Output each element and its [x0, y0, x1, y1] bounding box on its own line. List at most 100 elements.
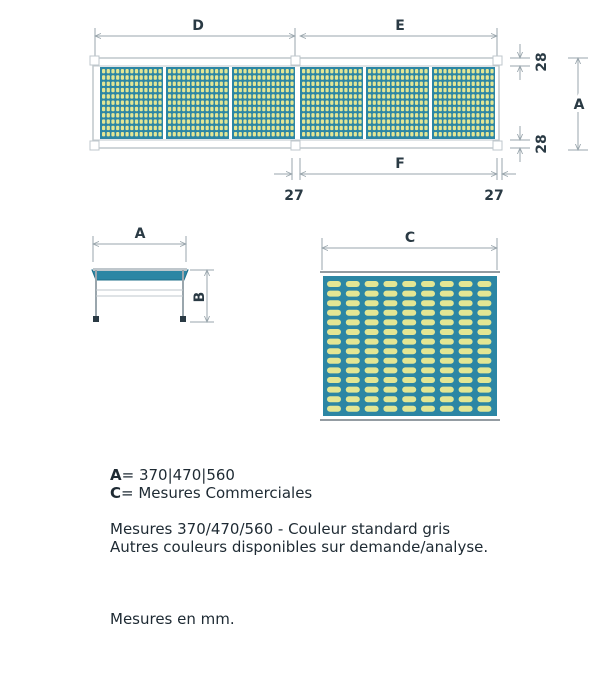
grid-slot: [345, 300, 360, 307]
grid-slot: [364, 309, 379, 316]
grid-slot: [383, 405, 398, 412]
grid-panel: [232, 67, 295, 139]
technical-drawing: D E 28 28 A F: [89, 18, 588, 421]
grid-slot: [402, 348, 417, 355]
grid-slot: [439, 300, 454, 307]
notes: A= 370|470|560 C= Mesures Commerciales M…: [110, 466, 488, 628]
grid-slot: [345, 329, 360, 335]
grid-slot: [458, 281, 473, 287]
grid-slot: [383, 348, 398, 355]
grid-panel: [100, 67, 163, 139]
grid-slot: [402, 338, 417, 345]
grid-detail-view: C: [320, 230, 500, 421]
grid-slot: [383, 300, 398, 307]
grid-slot: [345, 290, 360, 297]
grid-slot: [364, 357, 379, 364]
grid-slot: [345, 377, 360, 383]
grid-slot: [345, 319, 360, 326]
grid-slot: [477, 386, 492, 393]
detail-slots: [327, 281, 492, 412]
grid-slot: [345, 386, 360, 393]
grid-slot: [439, 281, 454, 287]
dim-label-27-right: 27: [484, 188, 503, 204]
grid-panel: [300, 67, 363, 139]
dim-label-b: B: [192, 292, 208, 303]
grid-slot: [439, 309, 454, 316]
grid-slot: [402, 405, 417, 412]
grid-slot: [421, 377, 435, 383]
grid-slot: [458, 338, 473, 345]
grid-slot: [402, 300, 417, 307]
dim-label-e: E: [395, 18, 405, 34]
grid-slot: [327, 338, 341, 345]
grid-slot: [421, 281, 435, 287]
grid-slot: [402, 357, 417, 364]
grid-slot: [364, 396, 379, 403]
dim-label-28-top: 28: [534, 52, 550, 71]
note-c-value: = Mesures Commerciales: [121, 484, 313, 502]
grid-slot: [383, 357, 398, 364]
grid-slot: [402, 367, 417, 374]
grid-slot: [364, 348, 379, 355]
grid-slot: [439, 338, 454, 345]
grid-slot: [458, 300, 473, 307]
grid-slot: [458, 329, 473, 335]
grid-slot: [327, 386, 341, 393]
grid-slot: [345, 281, 360, 287]
grid-slot: [402, 377, 417, 383]
grid-panel: [366, 67, 429, 139]
grid-slot: [477, 396, 492, 403]
grid-slot: [477, 319, 492, 326]
grid-slot: [327, 405, 341, 412]
grid-slot: [327, 281, 341, 287]
grid-slot: [383, 367, 398, 374]
grid-slot: [327, 319, 341, 326]
grid-slot: [421, 309, 435, 316]
grid-slot: [383, 319, 398, 326]
grid-slot: [402, 329, 417, 335]
grid-slot: [327, 367, 341, 374]
grid-slot: [458, 405, 473, 412]
grid-slot: [458, 319, 473, 326]
grid-slot: [477, 309, 492, 316]
grid-slot: [402, 281, 417, 287]
dim-label-a-right: A: [574, 97, 585, 113]
grid-slot: [421, 329, 435, 335]
note-line-2: Autres couleurs disponibles sur demande/…: [110, 538, 489, 556]
grid-slot: [477, 348, 492, 355]
grid-slot: [402, 319, 417, 326]
grid-slot: [364, 319, 379, 326]
grid-slot: [402, 290, 417, 297]
grid-slot: [439, 357, 454, 364]
note-line-3: Mesures en mm.: [110, 610, 235, 628]
grid-slot: [421, 396, 435, 403]
grid-slot: [439, 290, 454, 297]
dim-label-c: C: [405, 230, 415, 246]
grid-panel: [166, 67, 229, 139]
grid-slot: [439, 405, 454, 412]
dim-label-f: F: [395, 156, 405, 172]
note-line-1: Mesures 370/470/560 - Couleur standard g…: [110, 520, 451, 538]
grid-slot: [439, 367, 454, 374]
grid-slot: [327, 309, 341, 316]
grid-slot: [439, 377, 454, 383]
note-c: C= Mesures Commerciales: [110, 484, 488, 502]
grid-slot: [477, 329, 492, 335]
grid-slot: [383, 338, 398, 345]
grid-slot: [364, 367, 379, 374]
dim-label-d: D: [192, 18, 204, 34]
side-view: A B: [91, 226, 214, 322]
grid-slot: [439, 396, 454, 403]
grid-slot: [421, 348, 435, 355]
grid-slot: [402, 386, 417, 393]
grid-slot: [439, 386, 454, 393]
grid-slot: [345, 367, 360, 374]
grid-slot: [345, 348, 360, 355]
grid-slot: [327, 329, 341, 335]
note-a: A= 370|470|560: [110, 466, 488, 484]
dim-label-27-left: 27: [284, 188, 303, 204]
grid-slot: [383, 329, 398, 335]
note-a-key: A: [110, 466, 122, 484]
grid-slot: [458, 377, 473, 383]
grid-slot: [383, 309, 398, 316]
